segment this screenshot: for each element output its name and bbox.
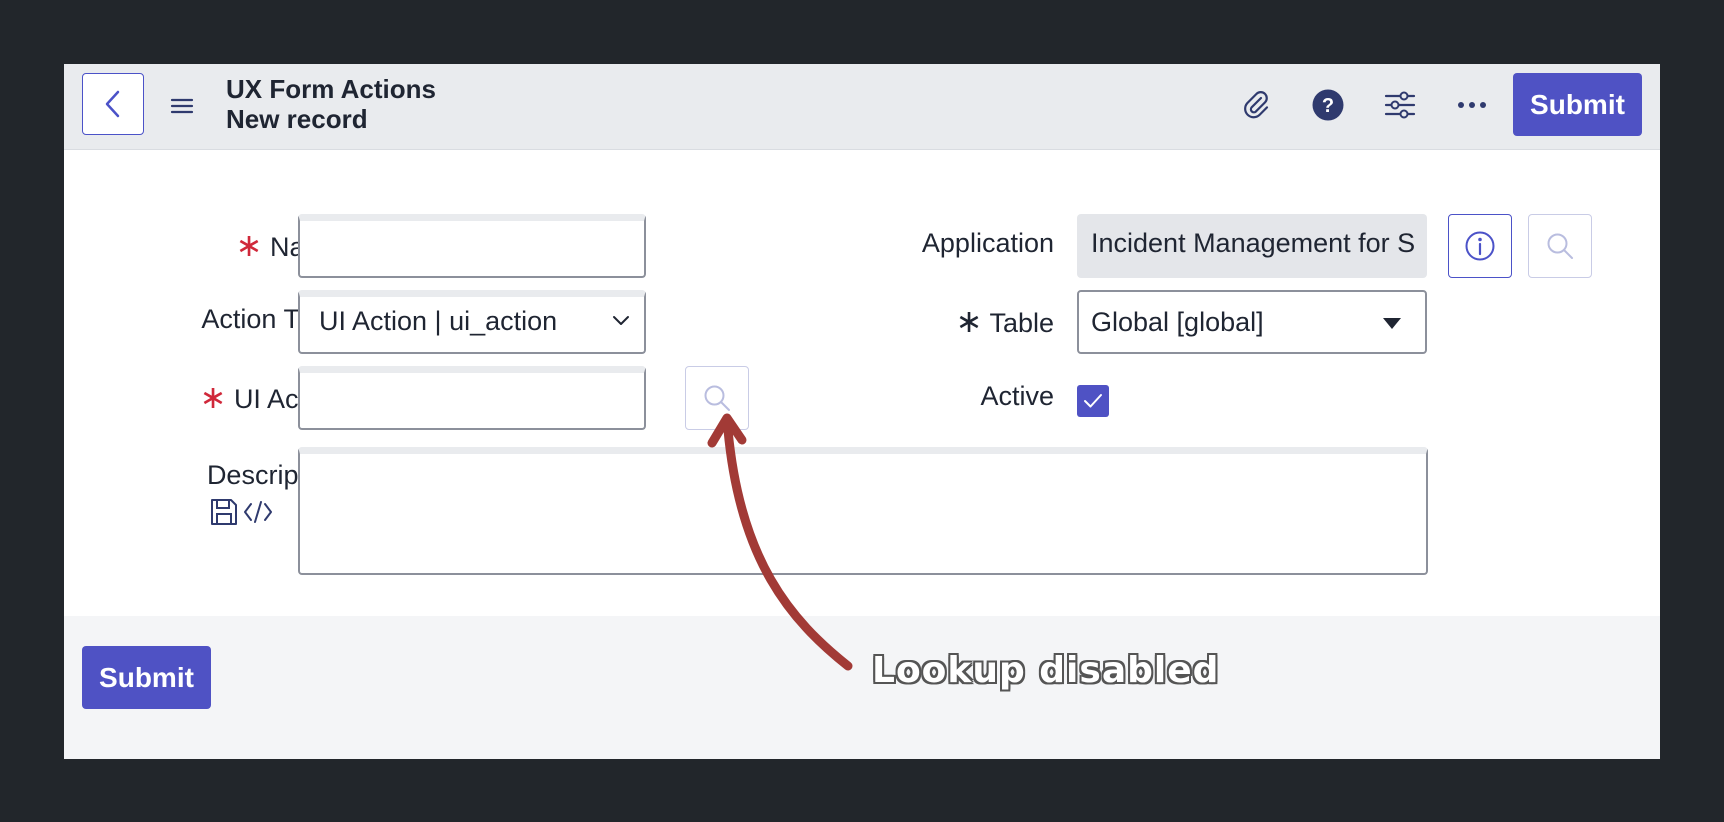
active-checkbox[interactable] <box>1077 385 1109 417</box>
application-info-button[interactable] <box>1448 214 1512 278</box>
page-title-block: UX Form Actions New record <box>226 74 436 134</box>
description-tools <box>209 497 275 527</box>
application-lookup-button[interactable] <box>1528 214 1592 278</box>
form-header: UX Form Actions New record ? <box>64 64 1660 150</box>
table-value: Global [global] <box>1091 307 1264 337</box>
info-icon <box>1465 231 1495 261</box>
description-textarea[interactable] <box>298 447 1428 575</box>
required-asterisk-icon: ∗ <box>199 379 227 415</box>
code-icon[interactable] <box>243 500 273 524</box>
search-icon <box>1547 233 1573 259</box>
ui-action-lookup-button[interactable] <box>685 366 749 430</box>
chevron-down-icon <box>613 316 629 325</box>
sliders-icon <box>1384 91 1416 119</box>
ui-action-field[interactable] <box>298 366 646 430</box>
table-label: Table <box>989 308 1054 338</box>
required-asterisk-icon: ∗ <box>955 303 983 339</box>
page-subtitle: New record <box>226 104 368 134</box>
application-field: Incident Management for S <box>1077 214 1427 278</box>
annotation-label: Lookup disabled <box>872 650 1220 691</box>
personalize-button[interactable] <box>1380 85 1420 125</box>
application-label: Application <box>921 228 1054 258</box>
more-icon <box>1458 102 1486 108</box>
submit-button-footer[interactable]: Submit <box>82 646 211 709</box>
submit-button-header[interactable]: Submit <box>1513 73 1642 136</box>
back-button[interactable] <box>82 73 144 135</box>
help-button[interactable]: ? <box>1308 85 1348 125</box>
checkmark-icon <box>1084 394 1102 408</box>
save-icon[interactable] <box>209 497 239 527</box>
table-label-row: ∗ Table <box>956 302 1054 340</box>
form-window: UX Form Actions New record ? <box>64 64 1660 759</box>
more-options-button[interactable] <box>1452 85 1492 125</box>
search-icon <box>704 385 730 411</box>
caret-down-icon <box>1383 318 1401 329</box>
action-type-select[interactable]: UI Action | ui_action <box>298 290 646 354</box>
paperclip-icon <box>1244 91 1269 119</box>
chevron-left-icon <box>105 90 120 118</box>
help-icon: ? <box>1312 89 1344 121</box>
active-label: Active <box>980 381 1054 411</box>
application-value: Incident Management for S <box>1091 228 1416 258</box>
svg-text:?: ? <box>1322 95 1334 117</box>
menu-icon <box>170 98 194 114</box>
menu-button[interactable] <box>168 92 196 120</box>
page-title: UX Form Actions <box>226 74 436 104</box>
required-asterisk-icon: ∗ <box>235 227 263 263</box>
form-footer: Submit <box>64 616 1660 759</box>
action-type-value: UI Action | ui_action <box>319 306 558 336</box>
attachment-button[interactable] <box>1236 85 1276 125</box>
table-select[interactable]: Global [global] <box>1077 290 1427 354</box>
name-field[interactable] <box>298 214 646 278</box>
